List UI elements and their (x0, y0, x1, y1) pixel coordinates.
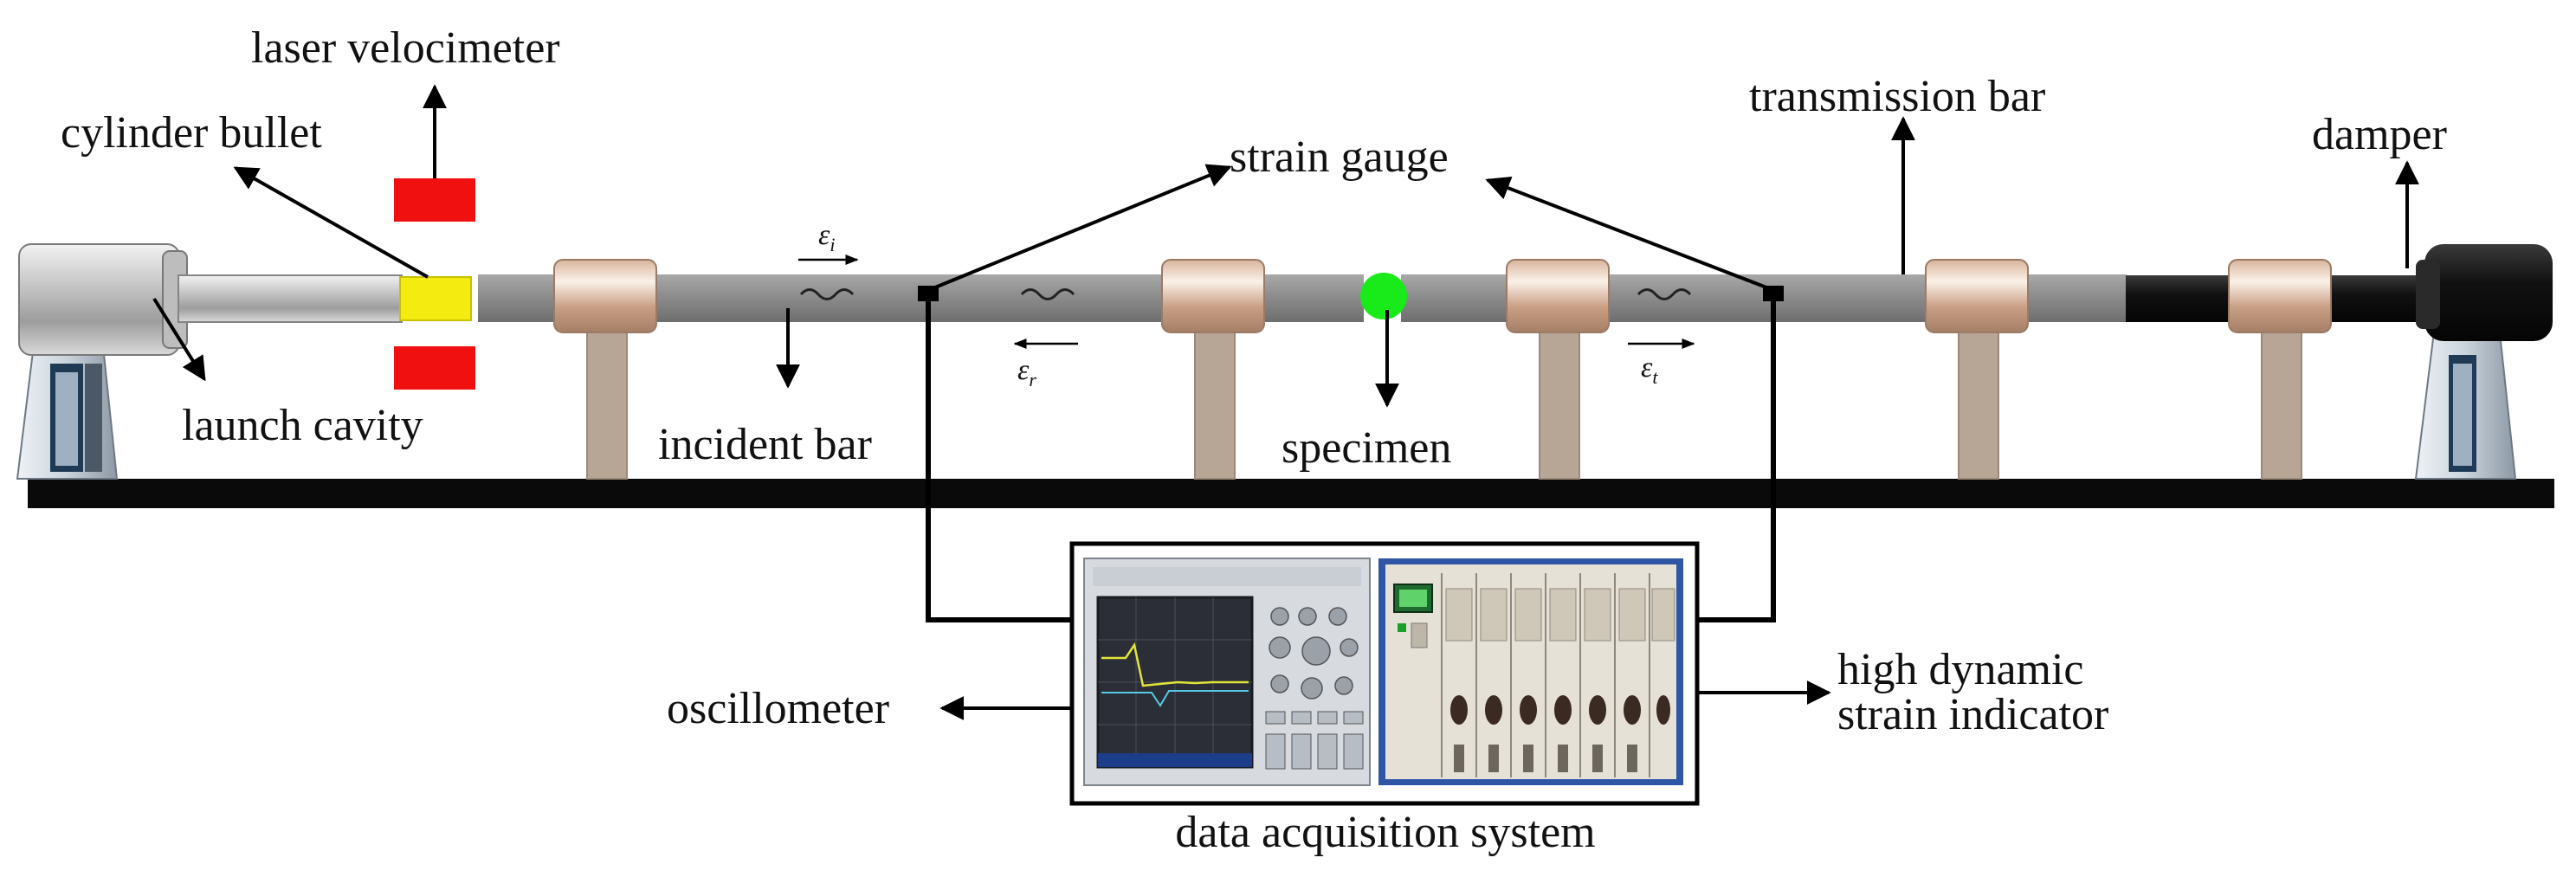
transmitted-wave-symbol: εt (1641, 351, 1658, 388)
label-strain-indicator-line2: strain indicator (1837, 690, 2108, 739)
laser-emitter-bottom (394, 346, 475, 390)
launcher (16, 243, 403, 480)
label-data-acquisition-system: data acquisition system (1175, 808, 1595, 857)
cylinder-bullet (399, 276, 472, 321)
incident-wave-symbol: εi (818, 219, 836, 255)
label-cylinder-bullet: cylinder bullet (61, 108, 322, 158)
wire-left (926, 301, 1074, 622)
label-transmission-bar: transmission bar (1749, 72, 2045, 121)
laser-emitter-top (394, 178, 475, 222)
strain-gauge-incident (918, 286, 939, 301)
bar-support-2 (1161, 259, 1265, 480)
label-oscillometer: oscillometer (667, 684, 889, 733)
bar-support-3 (1506, 259, 1610, 480)
bar-support-5 (2228, 259, 2332, 480)
data-acquisition-system (1069, 541, 1700, 806)
reflected-wave-symbol: εr (1017, 354, 1036, 390)
wave-squiggle-2 (1020, 288, 1075, 300)
oscilloscope-photo (1083, 558, 1371, 786)
damper-assembly (2126, 244, 2553, 480)
label-launch-cavity: launch cavity (182, 401, 423, 450)
wave-squiggle-3 (1637, 288, 1692, 300)
strain-indicator-photo (1378, 558, 1683, 785)
label-damper: damper (2312, 110, 2447, 159)
launch-cavity-arrow (152, 297, 206, 382)
label-specimen: specimen (1282, 423, 1451, 473)
label-strain-indicator-line1: high dynamic (1837, 645, 2084, 694)
strain-gauge-transmission (1763, 286, 1784, 301)
label-strain-gauge: strain gauge (1230, 132, 1449, 182)
base-rail (28, 479, 2554, 508)
strain-gauge-arrow-right (1485, 176, 1767, 289)
bar-support-1 (553, 259, 657, 480)
label-laser-velocimeter: laser velocimeter (251, 23, 560, 73)
wave-squiggle-1 (799, 288, 855, 300)
bar-support-4 (1925, 259, 2029, 480)
strain-gauge-arrow-left (934, 164, 1232, 289)
wire-right (1693, 301, 1776, 622)
cylinder-bullet-arrow (233, 166, 429, 279)
specimen (1360, 273, 1407, 319)
label-incident-bar: incident bar (658, 420, 872, 469)
